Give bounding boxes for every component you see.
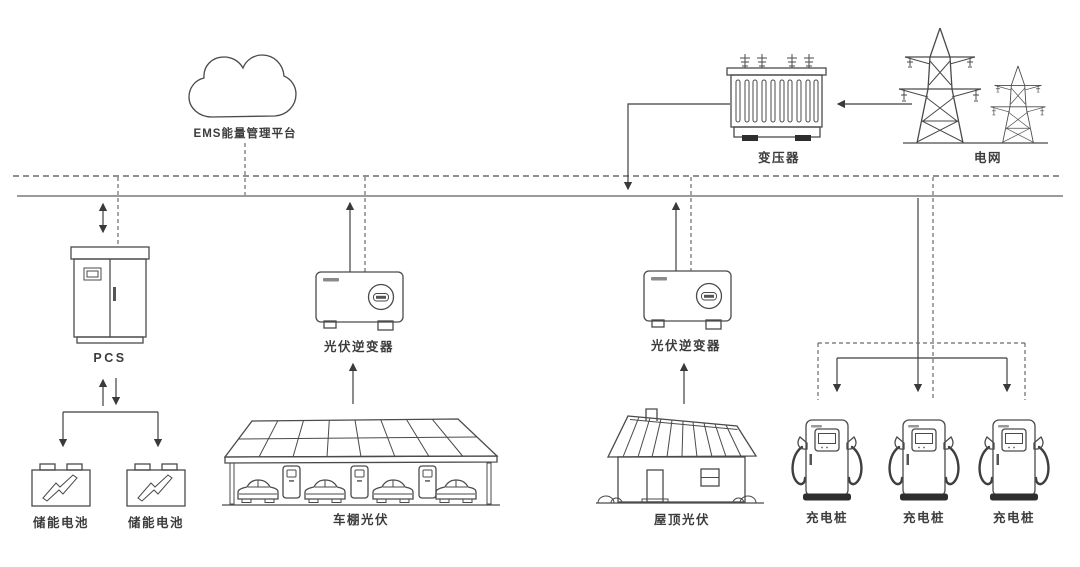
- inverter1-node: 光伏逆变器: [315, 177, 404, 404]
- cloud-icon: [188, 54, 297, 118]
- grid-node: 电网: [898, 27, 1048, 165]
- carport-pv-node: 车棚光伏: [222, 418, 500, 527]
- battery-bank: 储能电池 储能电池: [31, 378, 186, 530]
- inverter1-label: 光伏逆变器: [323, 339, 394, 354]
- transformer-node: 变压器: [623, 54, 912, 191]
- charging-pile-icon: [978, 418, 1050, 502]
- pcs-node: PCS: [70, 177, 150, 365]
- inverter-icon: [643, 270, 732, 330]
- transmission-tower-icon: [898, 27, 982, 144]
- carport-icon: [222, 418, 500, 506]
- rooftop-pv-label: 屋顶光伏: [654, 512, 710, 527]
- battery2-label: 储能电池: [127, 515, 184, 530]
- transformer-label: 变压器: [758, 150, 800, 165]
- inverter2-label: 光伏逆变器: [650, 338, 721, 353]
- transformer-to-bus-arrow: [623, 103, 730, 191]
- battery-icon: [31, 463, 91, 507]
- ems-node: EMS能量管理平台: [188, 54, 297, 195]
- transmission-tower-icon: [990, 65, 1046, 144]
- grid-label: 电网: [974, 150, 1002, 165]
- rooftop-pv-node: 屋顶光伏: [596, 408, 764, 527]
- house-icon: [596, 408, 764, 504]
- charging-pile-icon: [791, 418, 863, 502]
- inverter-icon: [315, 271, 404, 331]
- charger2-label: 充电桩: [903, 510, 945, 525]
- ems-label: EMS能量管理平台: [194, 126, 297, 140]
- charger1-label: 充电桩: [806, 510, 848, 525]
- charger-feeders: [817, 177, 1026, 400]
- inverter2-node: 光伏逆变器: [643, 177, 732, 404]
- pcs-cabinet-icon: [70, 246, 150, 344]
- battery-icon: [126, 463, 186, 507]
- carport-pv-label: 车棚光伏: [333, 512, 389, 527]
- battery1-label: 储能电池: [32, 515, 89, 530]
- charger3-label: 充电桩: [993, 510, 1035, 525]
- pcs-label: PCS: [93, 351, 126, 365]
- charging-pile-icon: [888, 418, 960, 502]
- charger-nodes: 充电桩 充电桩 充电桩: [791, 418, 1050, 525]
- transformer-icon: [726, 54, 827, 141]
